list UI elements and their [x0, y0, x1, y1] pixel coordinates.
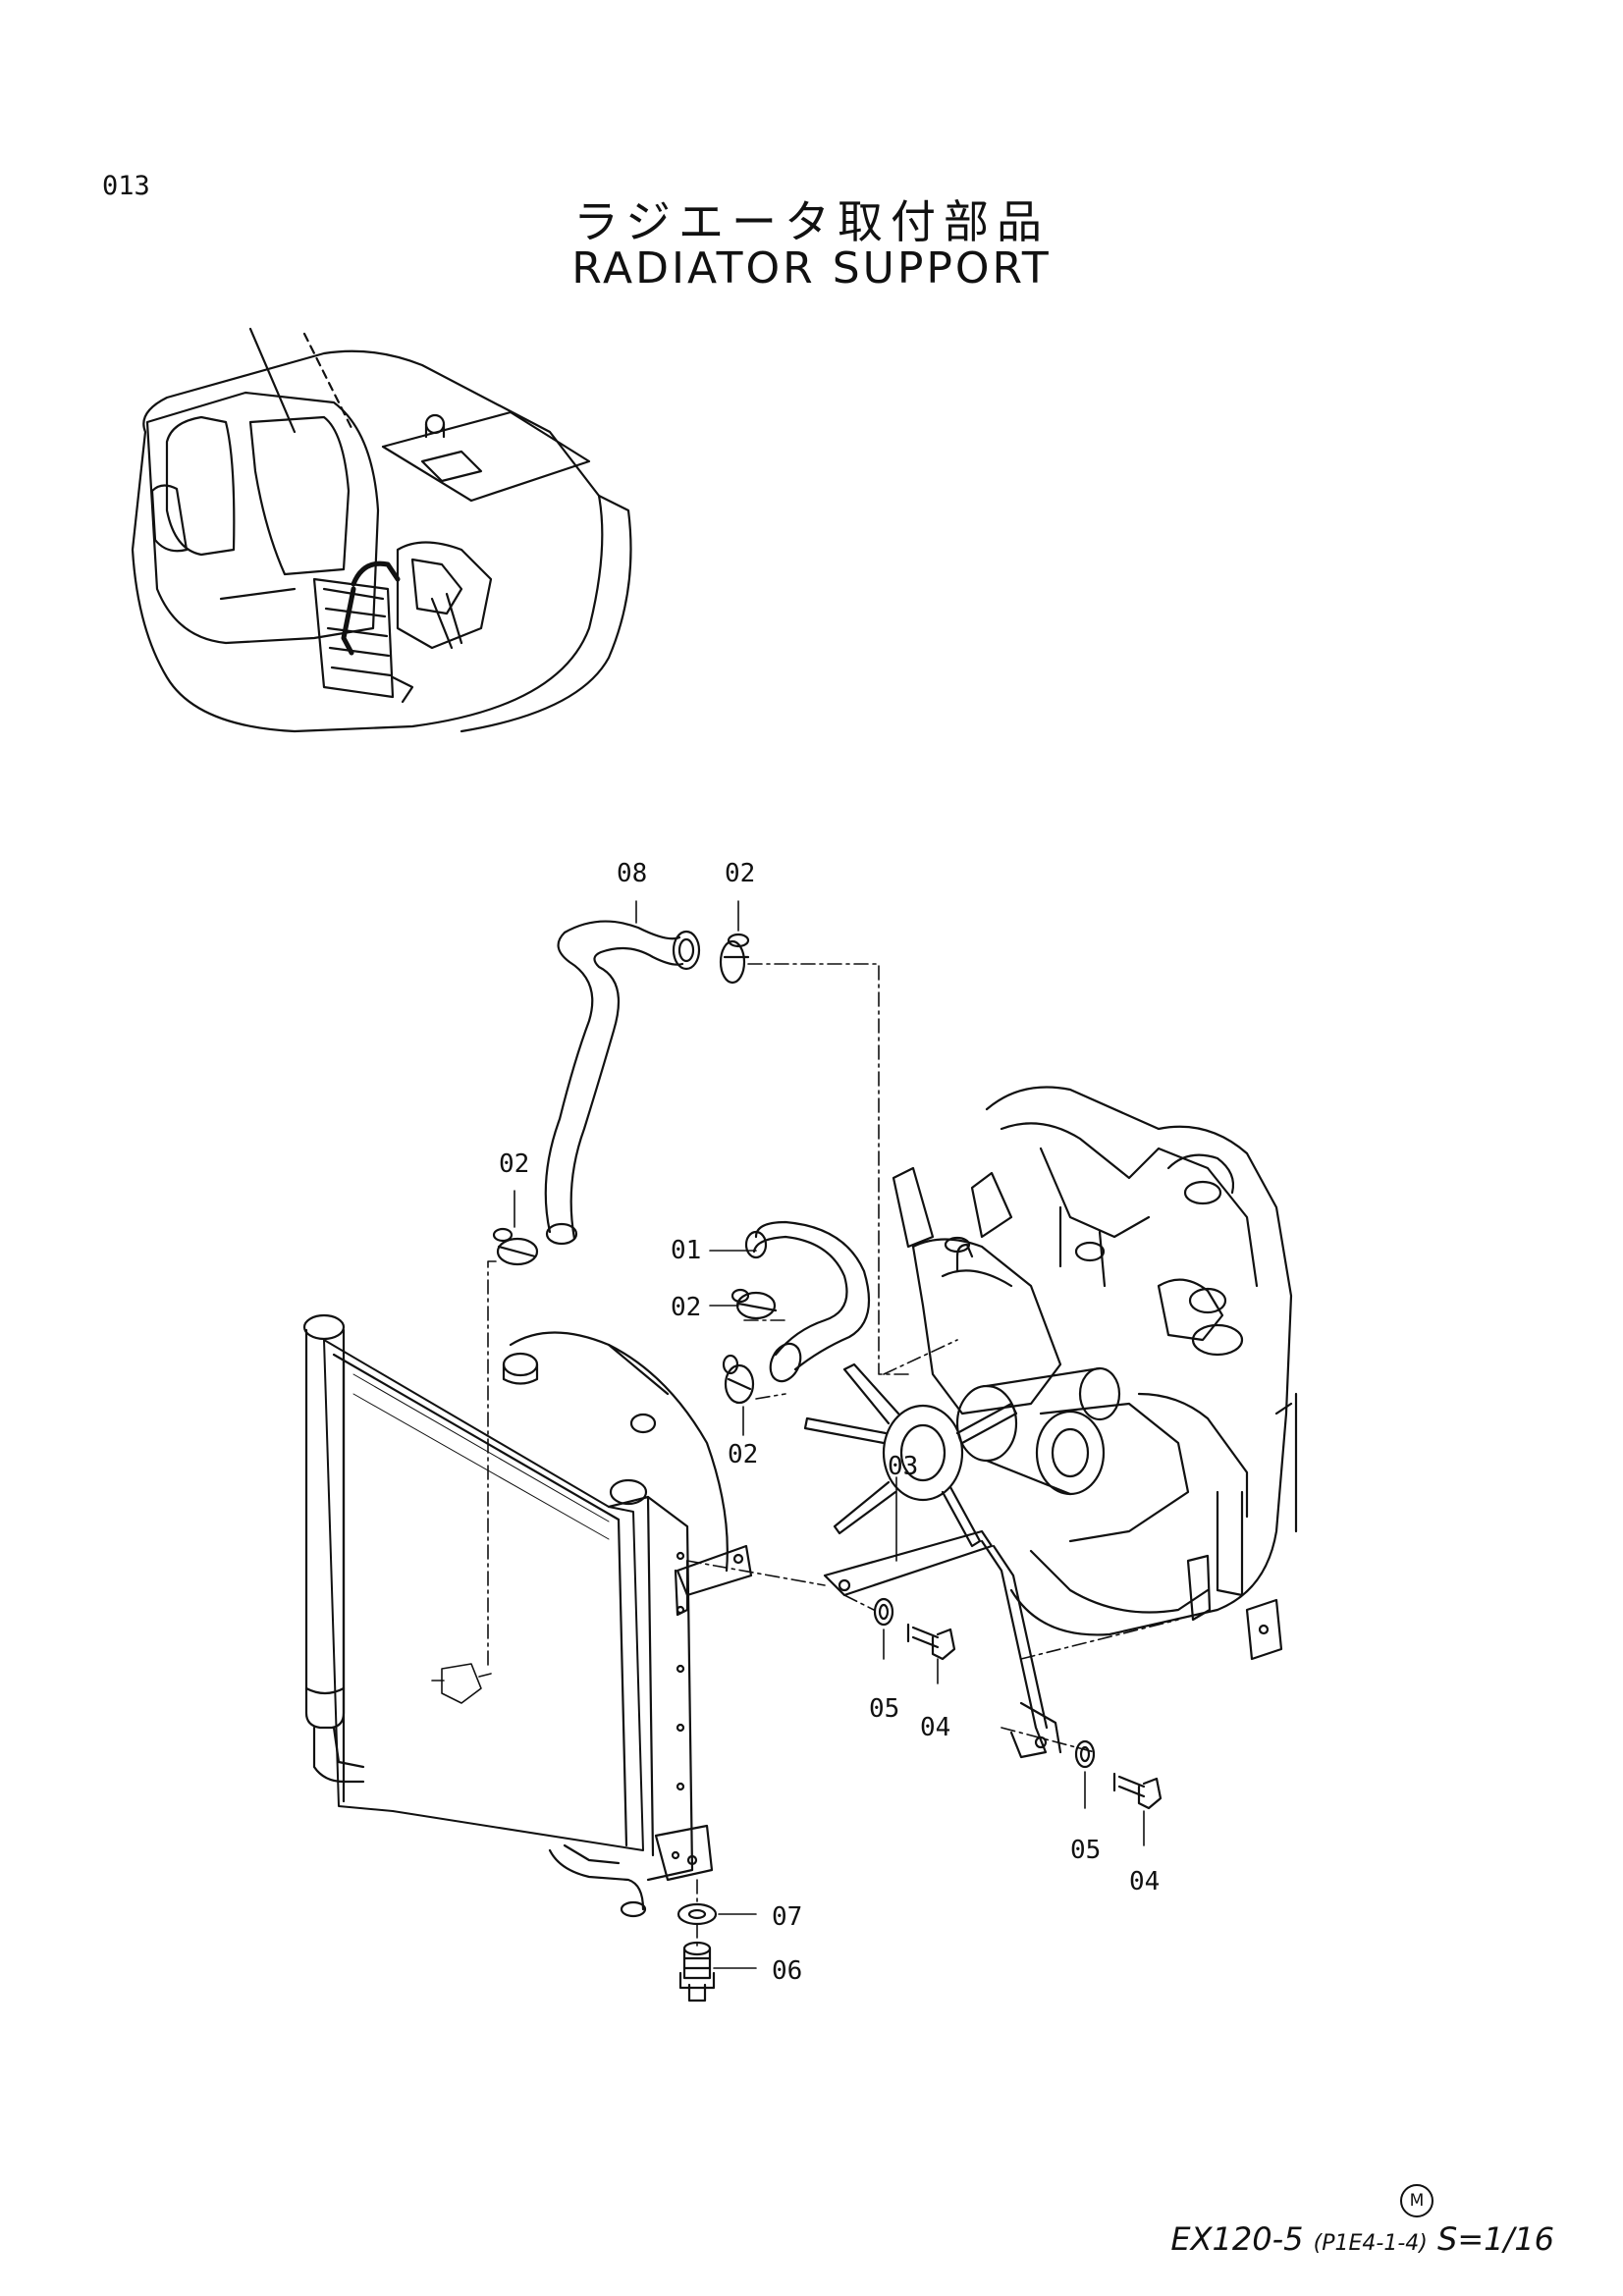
callout-06: 06: [772, 1956, 803, 1986]
hose-clamp-part-02-mid: [730, 1288, 778, 1320]
footer-model-reference: EX120-5 (P1E4-1-4) S=1/16: [1170, 2220, 1554, 2258]
callout-02: 02: [671, 1293, 702, 1322]
excavator-locator-illustration: [131, 327, 632, 733]
spring-washer-part-05-a: [873, 1597, 894, 1627]
lower-hose-part-01: [744, 1220, 871, 1383]
hose-clamp-part-02-top: [719, 933, 750, 985]
bolt-part-04-b: [1112, 1772, 1163, 1810]
callout-leader-lines: [514, 900, 1145, 1969]
engine-assembly: [803, 1086, 1298, 1661]
radiator-assembly: [302, 1313, 753, 1918]
washer-part-07: [676, 1902, 718, 1926]
maker-mark-icon: M: [1400, 2184, 1434, 2217]
footer-model: EX120-5: [1170, 2220, 1304, 2258]
page-number: 013: [102, 171, 150, 201]
hose-clamp-part-02-lower: [722, 1354, 755, 1405]
callout-08: 08: [617, 859, 648, 888]
bolt-part-04-a: [906, 1623, 956, 1661]
hose-clamp-part-02-left: [492, 1227, 539, 1266]
spring-washer-part-05-b: [1074, 1739, 1096, 1769]
callout-07: 07: [772, 1902, 803, 1932]
radiator-stay-part-03: [823, 1529, 1062, 1759]
footer-reference: (P1E4-1-4): [1313, 2231, 1428, 2256]
callout-04: 04: [1129, 1867, 1161, 1896]
upper-hose-part-08: [544, 920, 701, 1246]
page-title-english: RADIATOR SUPPORT: [571, 243, 1052, 294]
footer-scale: S=1/16: [1437, 2220, 1554, 2258]
callout-03: 03: [888, 1452, 919, 1481]
callout-02: 02: [725, 859, 756, 888]
callout-05: 05: [1070, 1836, 1102, 1865]
callout-02: 02: [728, 1440, 759, 1469]
assembly-guide-lines: [487, 963, 1179, 1947]
cooling-fan: [803, 1362, 1018, 1548]
page-title-japanese: ラジエータ取付部品: [572, 195, 1051, 248]
callout-04: 04: [920, 1713, 951, 1742]
callout-05: 05: [869, 1694, 900, 1724]
callout-02: 02: [499, 1149, 530, 1179]
bolt-part-06: [678, 1941, 716, 2002]
callout-01: 01: [671, 1236, 702, 1265]
